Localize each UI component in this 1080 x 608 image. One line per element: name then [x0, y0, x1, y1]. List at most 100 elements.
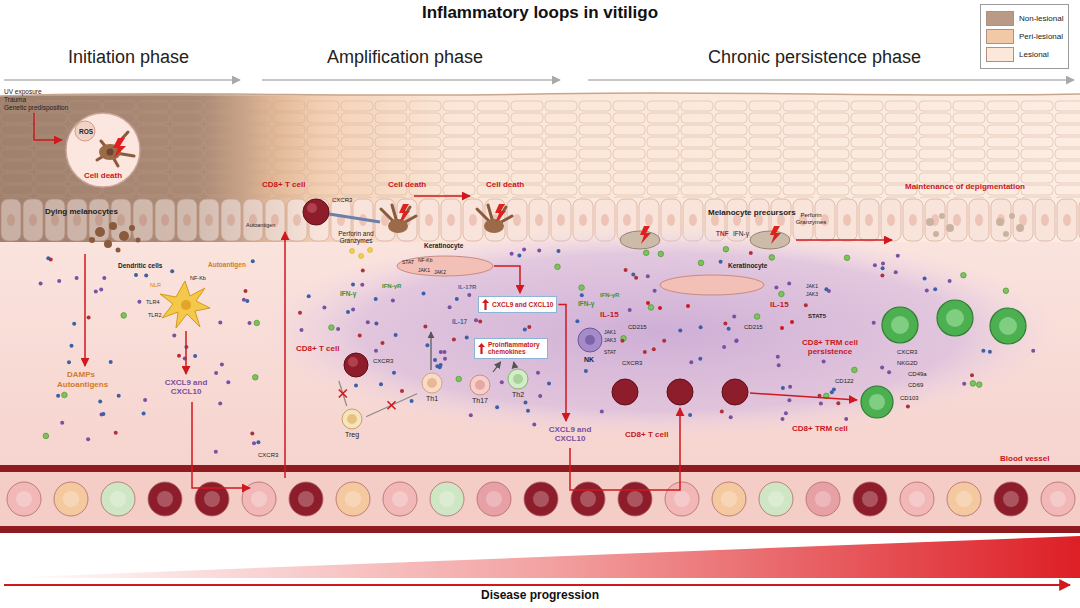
blood-cell-core — [298, 491, 314, 507]
chemokine-dot — [689, 360, 693, 364]
melanocyte-precursor — [750, 231, 790, 249]
chemokine-dot — [547, 382, 551, 386]
chemokine-dot — [423, 324, 427, 328]
blood-cell — [336, 482, 370, 516]
tcr-contact — [329, 214, 380, 222]
cd8-t-cell — [722, 379, 748, 405]
blood-cell-core — [16, 491, 32, 507]
legend-row: Lesional — [986, 47, 1063, 62]
chemokine-dot — [754, 314, 760, 320]
chemokine-dot — [988, 350, 992, 354]
chemokine-dot — [962, 382, 966, 386]
annotation-label: Cell death — [486, 180, 524, 189]
annotation-label: JAK1 — [604, 330, 616, 336]
skin-surface — [0, 93, 1080, 96]
blood-cell — [759, 482, 793, 516]
chemokine-dot — [688, 413, 692, 417]
chemokine-dot — [354, 384, 358, 388]
damage-bolt — [113, 138, 126, 158]
chemokine-dot — [723, 246, 729, 252]
cd8-nucleus — [307, 203, 317, 213]
chemokine-dot — [873, 263, 877, 267]
damage-bolt — [640, 226, 651, 244]
increase-arrow — [478, 343, 485, 354]
annotation-label: CD103 — [900, 395, 919, 402]
legend-swatch — [986, 29, 1014, 44]
annotation-label: IL-15 — [600, 310, 619, 319]
ros-vesicle — [75, 121, 95, 141]
chemokine-dot — [536, 371, 540, 375]
chemokine-dot — [698, 260, 704, 266]
blood-cell-core — [768, 491, 784, 507]
cd8-t-cell — [303, 199, 329, 225]
melanocyte — [97, 132, 134, 166]
chemokine-dot — [787, 398, 791, 402]
annotation-label: CD215 — [628, 324, 647, 331]
non-lesional-shade — [0, 96, 320, 242]
progression-wedge — [0, 536, 1080, 578]
chemokine-dot — [433, 358, 437, 362]
chemokine-dot — [443, 357, 447, 361]
chemokine-dot — [881, 266, 885, 270]
annotation-label: Keratinocyte — [728, 262, 767, 269]
cd8-cell-symbol — [343, 352, 369, 378]
immune-cell: Th17 — [468, 374, 492, 404]
cell-symbol — [469, 374, 491, 396]
annotation-label: IL-17R — [458, 284, 476, 291]
chemokine-dot — [60, 421, 64, 425]
phase-arrow — [588, 79, 1074, 81]
legend-box: Non-lesionalPeri-lesionalLesional — [980, 4, 1069, 69]
chemokine-dot — [933, 287, 937, 291]
blood-cell — [1041, 482, 1075, 516]
blood-cell-core — [1003, 491, 1019, 507]
activation-arrow — [513, 362, 515, 366]
box-text: Proinflammatory chemokines — [488, 341, 544, 356]
blood-cell — [54, 482, 88, 516]
legend-text: Non-lesional — [1019, 14, 1063, 23]
chemokine-dot — [307, 294, 311, 298]
chemokine-dot — [72, 322, 76, 326]
chemokine-dot — [557, 249, 561, 253]
chemokine-dot — [781, 386, 785, 390]
cd8-t-cell — [612, 379, 638, 405]
chemokine-dot — [646, 274, 650, 278]
inhibition-line — [339, 381, 347, 406]
cell-symbol — [421, 372, 443, 394]
annotation-label: DAMPs — [67, 370, 95, 379]
th1-arrow — [430, 332, 431, 370]
blood-cell — [571, 482, 605, 516]
chemokine-dot — [456, 376, 462, 382]
chemokine-dot — [218, 321, 222, 325]
blood-cell — [712, 482, 746, 516]
blood-cell-core — [815, 491, 831, 507]
dendritic-cell — [160, 281, 210, 328]
chemokine-dot — [662, 339, 666, 343]
diagram-title: Inflammatory loops in vitiligo — [0, 3, 1080, 23]
chemokine-dot — [894, 270, 898, 274]
chemokine-dot — [439, 363, 443, 367]
chemokine-dot — [366, 320, 370, 324]
cd8-t-cell — [667, 379, 693, 405]
box-text: CXCL9 and CXCL10 — [492, 301, 553, 308]
annotation-label: CD8+ T cell — [625, 430, 668, 439]
chemokine-dot — [781, 417, 785, 421]
chemokine-dot — [620, 339, 624, 343]
chemokine-dot — [381, 341, 385, 345]
blood-cell — [994, 482, 1028, 516]
chemokine-dot — [643, 350, 647, 354]
annotation-label: Trauma — [4, 96, 26, 103]
chemokine-dot — [970, 373, 974, 377]
chemokine-dot — [177, 354, 181, 358]
chemokine-dot — [510, 252, 514, 256]
blocked-mark — [339, 390, 347, 398]
increase-arrow — [482, 299, 489, 310]
chemokine-dot — [634, 276, 638, 280]
chemokine-dot — [538, 394, 542, 398]
chemokine-dot — [137, 300, 141, 304]
cell-nucleus — [348, 357, 358, 367]
chemokine-dot — [970, 381, 976, 387]
chemokine-dot — [631, 273, 635, 277]
chemokine-dot — [346, 310, 350, 314]
chemokine-dot — [769, 255, 775, 261]
annotation-label: Autoantigen — [208, 261, 246, 268]
